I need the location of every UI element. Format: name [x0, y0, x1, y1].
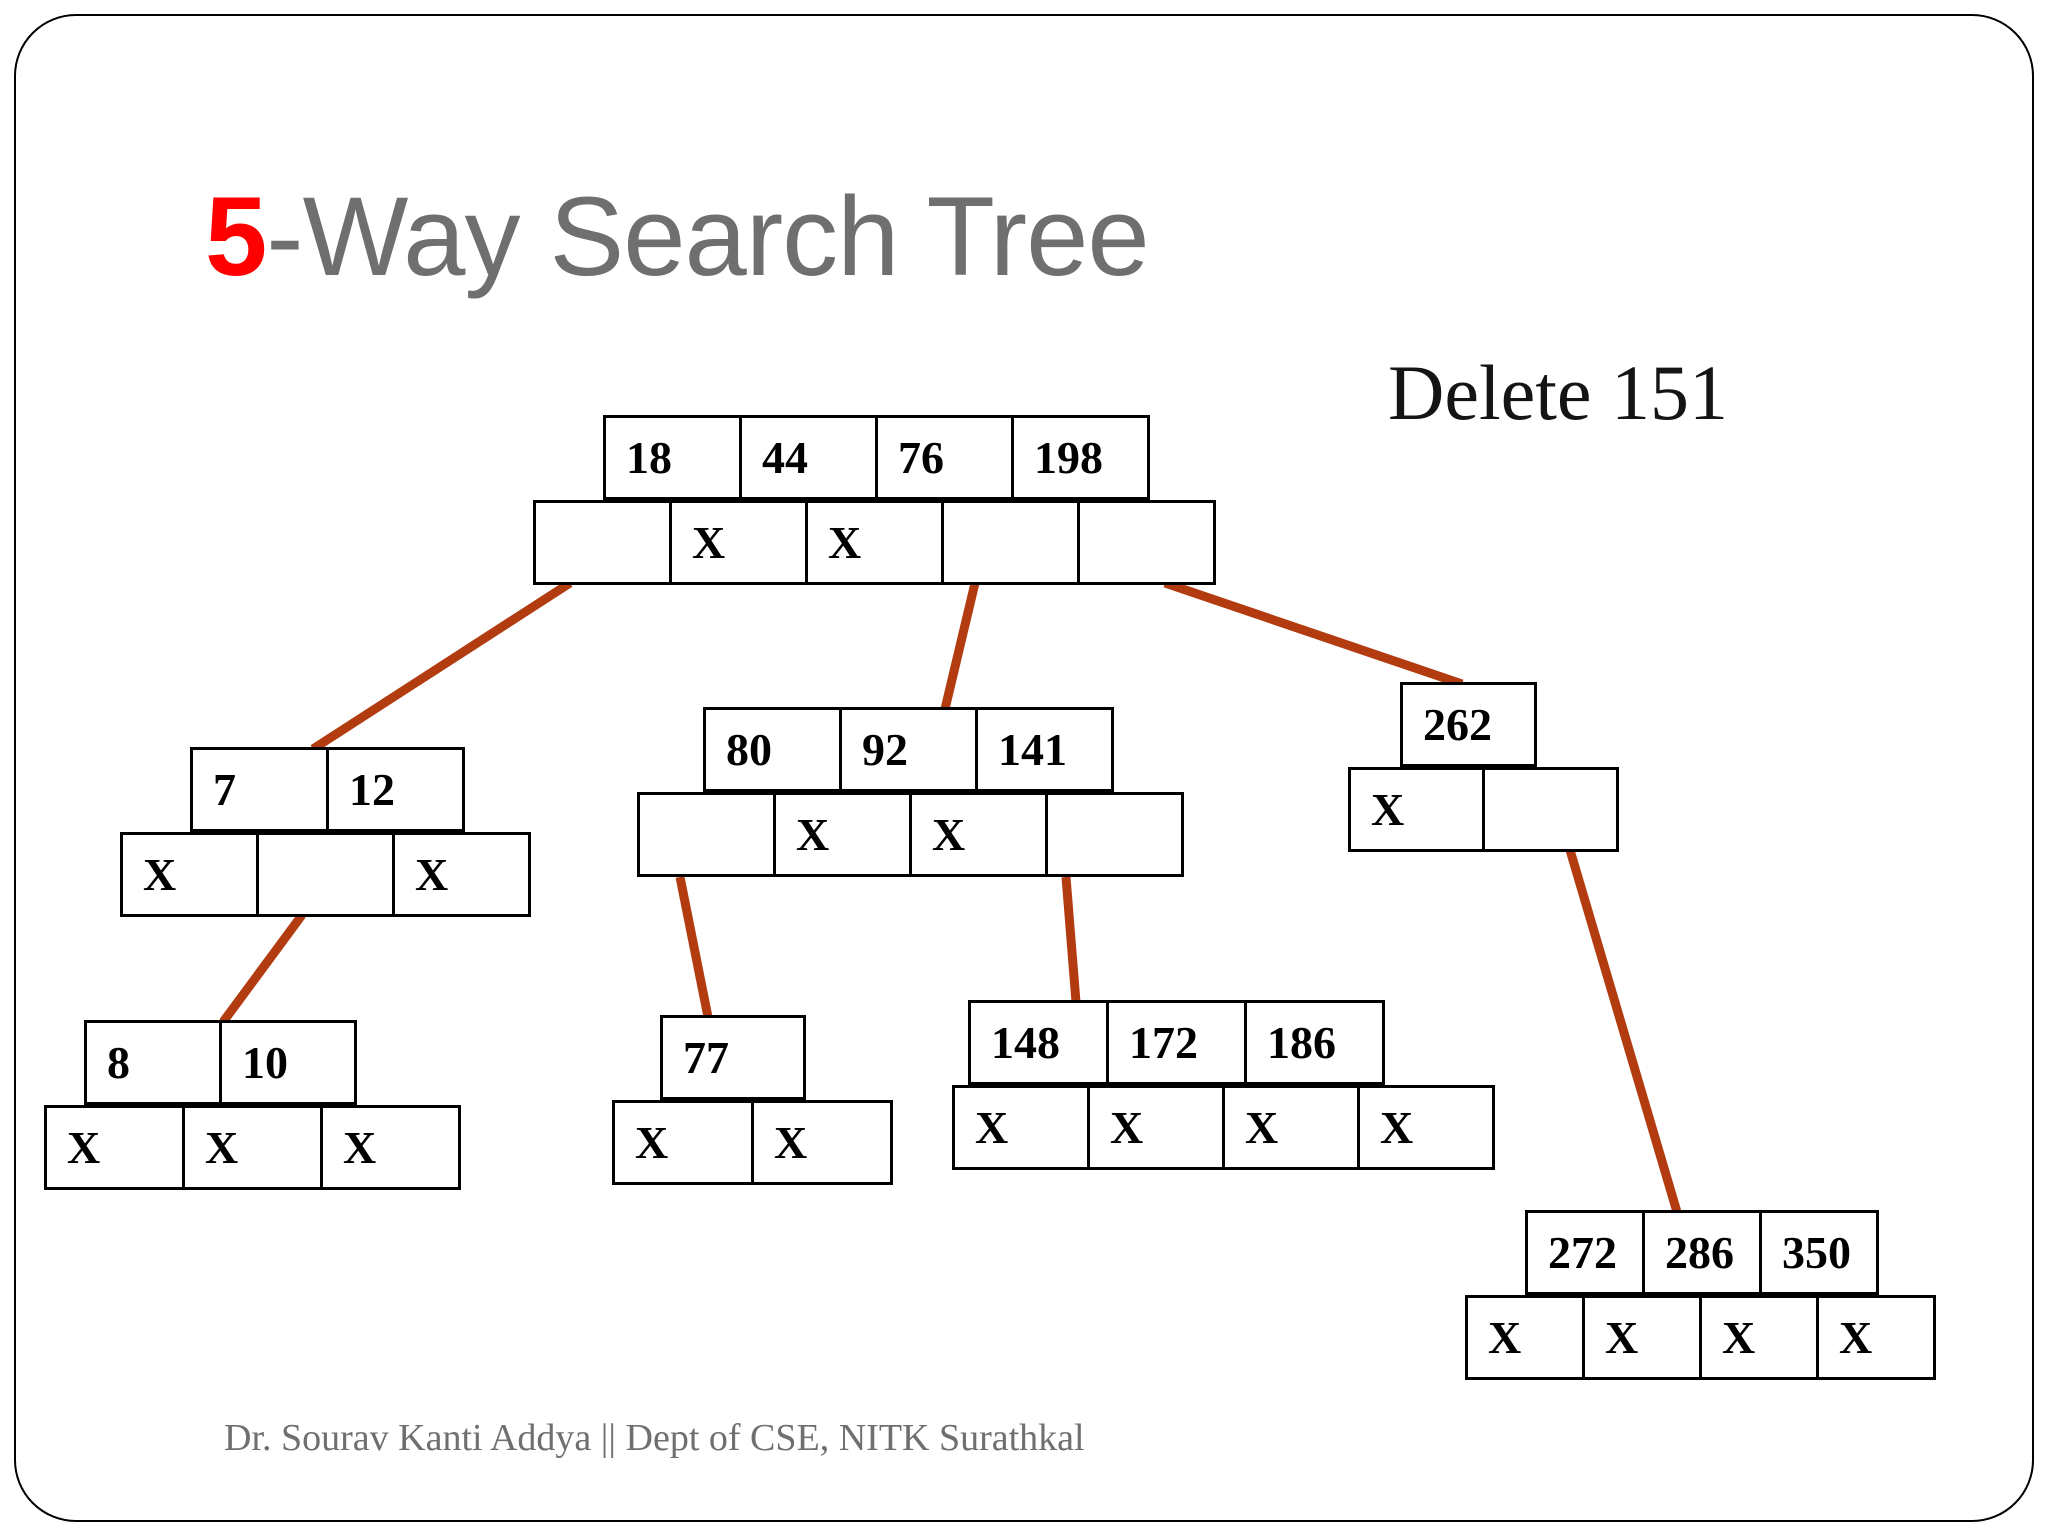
pointer-cell: X: [1465, 1295, 1585, 1380]
key-cell: 172: [1106, 1000, 1247, 1085]
node-left-leaf-pointers: X X X: [44, 1105, 461, 1190]
pointer-cell: X: [320, 1105, 461, 1190]
node-middle-keys: 80 92 141: [703, 707, 1114, 792]
node-root-keys: 18 44 76 198: [603, 415, 1150, 500]
pointer-cell: X: [1582, 1295, 1702, 1380]
edge-middle-to-leaf-148: [1061, 876, 1081, 1003]
key-cell: 44: [739, 415, 878, 500]
annotation-delete-151: Delete 151: [1388, 349, 1729, 436]
edge-root-to-middle-child: [940, 581, 980, 711]
node-root-pointers: X X: [533, 500, 1216, 585]
pointer-cell: [1482, 767, 1619, 852]
key-cell: 10: [219, 1020, 357, 1105]
title-accent: 5: [205, 174, 267, 299]
node-right-leaf-pointers: X X X X: [1465, 1295, 1936, 1380]
node-left-leaf-keys: 8 10: [84, 1020, 357, 1105]
pointer-cell: X: [392, 832, 531, 917]
pointer-cell: X: [182, 1105, 323, 1190]
pointer-cell: X: [952, 1085, 1090, 1170]
key-cell: 18: [603, 415, 742, 500]
pointer-cell: X: [669, 500, 808, 585]
node-left-keys: 7 12: [190, 747, 465, 832]
node-right-leaf-keys: 272 286 350: [1525, 1210, 1879, 1295]
pointer-cell: X: [1816, 1295, 1936, 1380]
pointer-cell: X: [120, 832, 259, 917]
pointer-cell: X: [1348, 767, 1485, 852]
pointer-cell: X: [805, 500, 944, 585]
key-cell: 272: [1525, 1210, 1645, 1295]
pointer-cell: [1077, 500, 1216, 585]
pointer-cell: X: [612, 1100, 754, 1185]
page-title: 5-Way Search Tree: [205, 172, 1150, 301]
key-cell: 262: [1400, 682, 1537, 767]
edge-root-to-left-child: [310, 579, 573, 753]
edge-middle-to-leaf-77: [675, 876, 713, 1018]
title-rest: -Way Search Tree: [266, 174, 1149, 299]
pointer-cell: [637, 792, 776, 877]
key-cell: 198: [1011, 415, 1150, 500]
key-cell: 8: [84, 1020, 222, 1105]
key-cell: 148: [968, 1000, 1109, 1085]
edge-left-to-leaf-8-10: [219, 912, 306, 1025]
footer-credit: Dr. Sourav Kanti Addya || Dept of CSE, N…: [224, 1417, 1085, 1459]
pointer-cell: X: [1357, 1085, 1495, 1170]
key-cell: 77: [660, 1015, 806, 1100]
node-left-pointers: X X: [120, 832, 531, 917]
edge-right-to-leaf-272: [1565, 848, 1682, 1214]
node-leaf-77-keys: 77: [660, 1015, 806, 1100]
pointer-cell: [941, 500, 1080, 585]
key-cell: 286: [1642, 1210, 1762, 1295]
key-cell: 141: [975, 707, 1114, 792]
key-cell: 186: [1244, 1000, 1385, 1085]
pointer-cell: X: [1222, 1085, 1360, 1170]
key-cell: 12: [326, 747, 465, 832]
pointer-cell: [533, 500, 672, 585]
pointer-cell: X: [773, 792, 912, 877]
pointer-cell: X: [1699, 1295, 1819, 1380]
pointer-cell: X: [44, 1105, 185, 1190]
key-cell: 7: [190, 747, 329, 832]
key-cell: 80: [703, 707, 842, 792]
node-middle-pointers: X X: [637, 792, 1184, 877]
node-right-keys: 262: [1400, 682, 1537, 767]
pointer-cell: X: [909, 792, 1048, 877]
edge-root-to-right-child: [1163, 578, 1464, 689]
node-leaf-148-pointers: X X X X: [952, 1085, 1495, 1170]
node-leaf-148-keys: 148 172 186: [968, 1000, 1385, 1085]
pointer-cell: [256, 832, 395, 917]
pointer-cell: X: [751, 1100, 893, 1185]
key-cell: 76: [875, 415, 1014, 500]
pointer-cell: [1045, 792, 1184, 877]
pointer-cell: X: [1087, 1085, 1225, 1170]
key-cell: 92: [839, 707, 978, 792]
node-leaf-77-pointers: X X: [612, 1100, 893, 1185]
node-right-pointers: X: [1348, 767, 1619, 852]
key-cell: 350: [1759, 1210, 1879, 1295]
